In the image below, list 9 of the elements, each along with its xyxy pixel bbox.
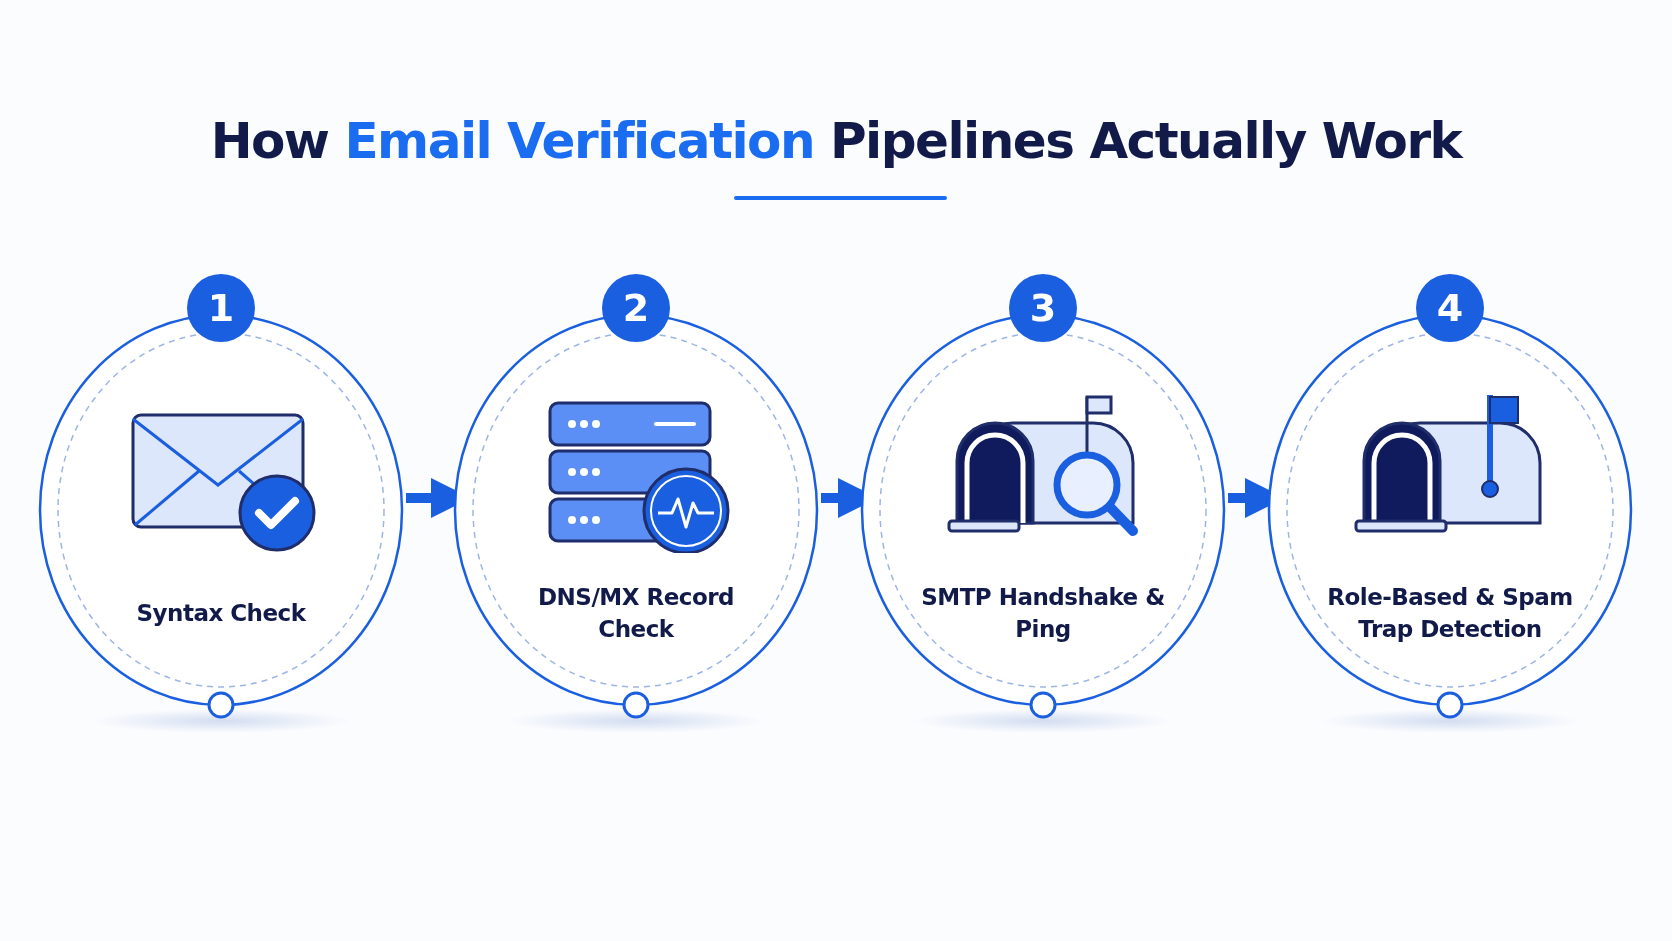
step-label: SMTP Handshake & Ping: [920, 583, 1166, 644]
step-number: 1: [187, 274, 255, 342]
title: How Email Verification Pipelines Actually Work: [209, 112, 1464, 170]
step-label: Role-Based & Spam Trap Detection: [1326, 583, 1574, 644]
step-label: DNS/MX Record Check: [537, 583, 735, 644]
step-number: 2: [602, 274, 670, 342]
step-number: 4: [1416, 274, 1484, 342]
step-number: 3: [1009, 274, 1077, 342]
step-label: Syntax Check: [135, 599, 307, 628]
